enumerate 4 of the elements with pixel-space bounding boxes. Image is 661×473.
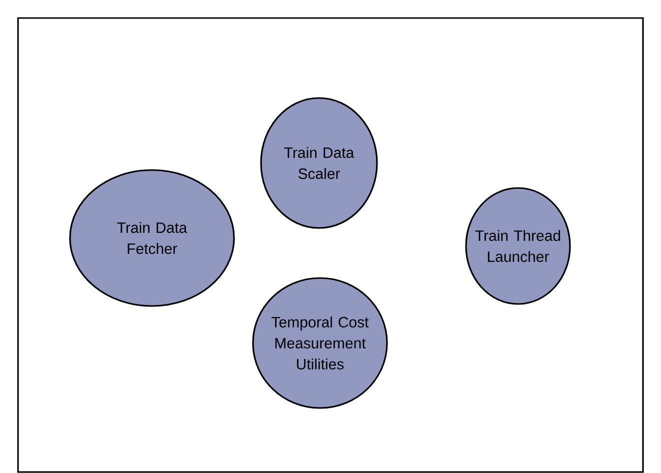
ellipse-node: Train Thread Launcher xyxy=(465,187,571,305)
ellipse-node: Train Data Fetcher xyxy=(69,169,235,307)
ellipse-node: Train Data Scaler xyxy=(260,97,378,229)
ellipse-node: Temporal Cost Measurement Utilities xyxy=(252,277,388,409)
